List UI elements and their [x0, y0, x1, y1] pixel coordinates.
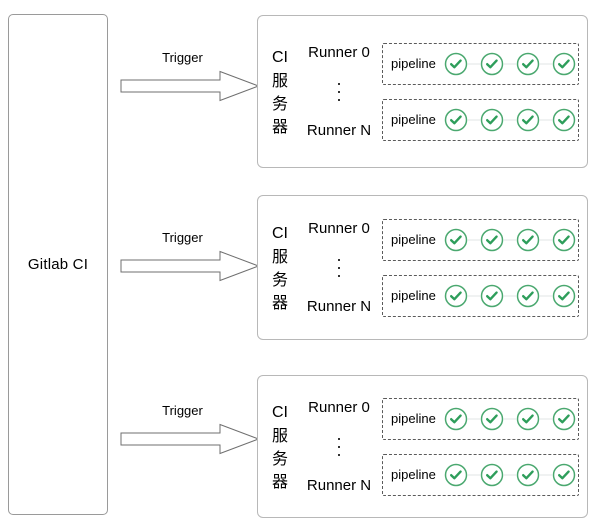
- check-circle-icon[interactable]: [479, 107, 504, 132]
- gitlab-ci-source-box: Gitlab CI: [8, 14, 108, 515]
- ci-server-label-char: 务: [271, 269, 288, 289]
- trigger-group-1: Trigger: [120, 230, 260, 282]
- pipeline-stage-track: [443, 462, 578, 487]
- ci-server-label-char: 务: [271, 93, 288, 113]
- check-circle-icon[interactable]: [443, 107, 468, 132]
- check-circle-icon[interactable]: [479, 406, 504, 431]
- block-arrow-right-icon: [120, 70, 260, 102]
- runner-name-column-0: Runner 0 Runner N: [296, 16, 382, 167]
- ci-server-label-char: 服: [271, 425, 288, 445]
- check-circle-icon[interactable]: [479, 227, 504, 252]
- check-circle-icon[interactable]: [515, 462, 540, 487]
- check-circle-icon[interactable]: [515, 227, 540, 252]
- stage-connector-line: [455, 418, 566, 419]
- ci-server-label-char: 器: [271, 116, 288, 136]
- runner-name-column-2: Runner 0 Runner N: [296, 376, 382, 517]
- check-circle-icon[interactable]: [515, 406, 540, 431]
- ci-server-label-char: 服: [271, 246, 288, 266]
- ci-server-label-1: CI 服 务 器: [258, 222, 296, 314]
- runner-name: Runner 0: [308, 220, 370, 237]
- runner-name-column-1: Runner 0 Runner N: [296, 196, 382, 339]
- check-circle-icon[interactable]: [443, 283, 468, 308]
- ci-server-label-char: CI: [272, 224, 288, 242]
- trigger-label-2: Trigger: [162, 403, 203, 418]
- stage-connector-line: [455, 63, 566, 64]
- check-circle-icon[interactable]: [479, 462, 504, 487]
- pipeline-box: pipeline: [382, 218, 579, 261]
- pipeline-stage-track: [443, 51, 578, 76]
- check-circle-icon[interactable]: [551, 406, 576, 431]
- runner-name: Runner 0: [308, 44, 370, 61]
- pipelines-column-2: pipeline pipeline: [382, 397, 587, 496]
- ci-server-label-char: 务: [271, 448, 288, 468]
- pipelines-column-0: pipeline pipeline: [382, 42, 587, 141]
- ci-server-label-char: 器: [271, 292, 288, 312]
- stage-connector-line: [455, 239, 566, 240]
- check-circle-icon[interactable]: [479, 283, 504, 308]
- check-circle-icon[interactable]: [551, 227, 576, 252]
- check-circle-icon[interactable]: [551, 462, 576, 487]
- ci-server-label-2: CI 服 务 器: [258, 401, 296, 493]
- vertical-ellipsis-icon: [338, 430, 340, 464]
- pipeline-stage-track: [443, 107, 578, 132]
- check-circle-icon[interactable]: [443, 227, 468, 252]
- ci-server-label-char: 器: [271, 471, 288, 491]
- check-circle-icon[interactable]: [515, 283, 540, 308]
- ci-server-label-char: 服: [271, 70, 288, 90]
- pipeline-box: pipeline: [382, 453, 579, 496]
- pipeline-label: pipeline: [391, 232, 436, 247]
- stage-connector-line: [455, 295, 566, 296]
- ci-server-label-0: CI 服 务 器: [258, 46, 296, 138]
- check-circle-icon[interactable]: [551, 51, 576, 76]
- block-arrow-right-icon: [120, 423, 260, 455]
- pipeline-label: pipeline: [391, 411, 436, 426]
- ci-server-label-char: CI: [272, 48, 288, 66]
- check-circle-icon[interactable]: [515, 107, 540, 132]
- trigger-group-0: Trigger: [120, 50, 260, 102]
- runner-name: Runner N: [306, 122, 372, 139]
- pipeline-label: pipeline: [391, 467, 436, 482]
- pipeline-label: pipeline: [391, 56, 436, 71]
- pipeline-box: pipeline: [382, 397, 579, 440]
- pipeline-box: pipeline: [382, 98, 579, 141]
- ci-server-label-char: CI: [272, 403, 288, 421]
- ci-server-panel-1: CI 服 务 器 Runner 0 Runner N pipeline pipe…: [257, 195, 588, 340]
- gitlab-ci-label: Gitlab CI: [27, 256, 89, 273]
- pipeline-box: pipeline: [382, 42, 579, 85]
- pipelines-column-1: pipeline pipeline: [382, 218, 587, 317]
- check-circle-icon[interactable]: [443, 51, 468, 76]
- trigger-label-0: Trigger: [162, 50, 203, 65]
- trigger-group-2: Trigger: [120, 403, 260, 455]
- trigger-label-1: Trigger: [162, 230, 203, 245]
- runner-name: Runner N: [306, 298, 372, 315]
- pipeline-box: pipeline: [382, 274, 579, 317]
- check-circle-icon[interactable]: [551, 283, 576, 308]
- check-circle-icon[interactable]: [515, 51, 540, 76]
- pipeline-stage-track: [443, 227, 578, 252]
- runner-name: Runner 0: [308, 399, 370, 416]
- stage-connector-line: [455, 119, 566, 120]
- ci-server-panel-0: CI 服 务 器 Runner 0 Runner N pipeline pipe…: [257, 15, 588, 168]
- check-circle-icon[interactable]: [479, 51, 504, 76]
- vertical-ellipsis-icon: [338, 75, 340, 109]
- check-circle-icon[interactable]: [443, 406, 468, 431]
- pipeline-stage-track: [443, 406, 578, 431]
- pipeline-stage-track: [443, 283, 578, 308]
- block-arrow-right-icon: [120, 250, 260, 282]
- runner-name: Runner N: [306, 477, 372, 494]
- pipeline-label: pipeline: [391, 112, 436, 127]
- stage-connector-line: [455, 474, 566, 475]
- ci-server-panel-2: CI 服 务 器 Runner 0 Runner N pipeline pipe…: [257, 375, 588, 518]
- check-circle-icon[interactable]: [443, 462, 468, 487]
- check-circle-icon[interactable]: [551, 107, 576, 132]
- pipeline-label: pipeline: [391, 288, 436, 303]
- vertical-ellipsis-icon: [338, 251, 340, 285]
